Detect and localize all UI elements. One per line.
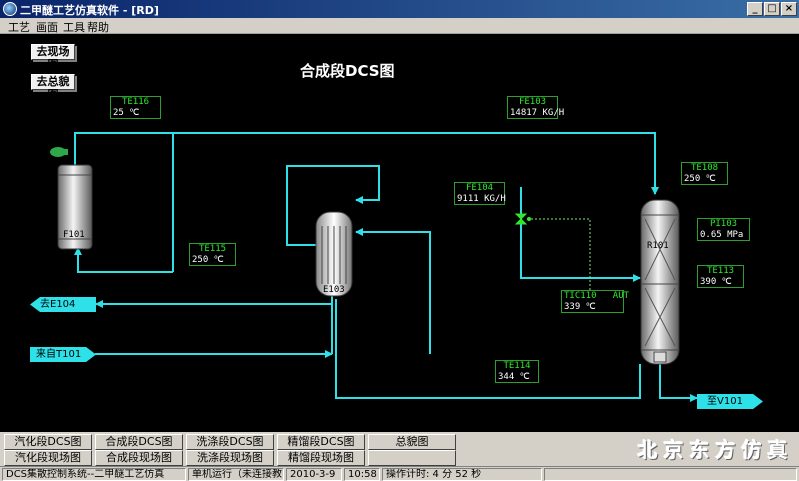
tag-te116[interactable]: TE116 25 ℃ <box>110 96 161 119</box>
tab-synthesis-dcs[interactable]: 合成段DCS图 <box>95 434 183 450</box>
brand-logo: 北京东方仿真 <box>632 434 799 466</box>
status-date: 2010-3-9 <box>286 468 342 481</box>
status-mode: 单机运行（未连接教师站） <box>188 468 284 481</box>
tab-distillation-field[interactable]: 精馏段现场图 <box>277 450 365 466</box>
status-bar: DCS集散控制系统--二甲醚工艺仿真 单机运行（未连接教师站） 2010-3-9… <box>0 466 799 481</box>
pipe-return-f101 <box>74 247 173 273</box>
tag-tic110[interactable]: TIC110 AUT 339 ℃ <box>561 290 629 313</box>
pump-icon[interactable] <box>50 147 68 157</box>
tab-distillation-dcs[interactable]: 精馏段DCS图 <box>277 434 365 450</box>
dcs-canvas: 去现场图 去总貌图 合成段DCS图 F101 E103 R101 TE116 2… <box>0 34 799 432</box>
tab-washing-dcs[interactable]: 洗涤段DCS图 <box>186 434 274 450</box>
tag-te114[interactable]: TE114 344 ℃ <box>495 360 539 383</box>
menu-bar: 工艺 画面 工具 帮助 <box>0 18 799 34</box>
tab-overview[interactable]: 总貌图 <box>368 434 456 450</box>
label-e103: E103 <box>323 285 345 295</box>
pipe-e103-right <box>355 228 431 354</box>
stream-from-t101[interactable]: 来自T101 <box>30 347 96 362</box>
menu-tools[interactable]: 工具 <box>63 21 85 34</box>
menu-help[interactable]: 帮助 <box>87 21 109 34</box>
control-signal-line <box>527 218 591 292</box>
status-empty <box>544 468 797 481</box>
exchanger-e103[interactable] <box>315 211 353 297</box>
process-diagram <box>50 132 698 402</box>
pipe-to-r101 <box>520 187 641 282</box>
tab-empty[interactable] <box>368 450 456 466</box>
pipelines <box>74 132 698 402</box>
app-icon <box>3 2 17 16</box>
menu-process[interactable]: 工艺 <box>8 21 30 34</box>
tab-row-1: 汽化段DCS图 合成段DCS图 洗涤段DCS图 精馏段DCS图 总貌图 <box>0 434 630 450</box>
pipe-to-e104 <box>95 296 333 308</box>
label-r101: R101 <box>647 241 669 251</box>
page-title: 合成段DCS图 <box>300 62 395 80</box>
status-system: DCS集散控制系统--二甲醚工艺仿真 <box>2 468 186 481</box>
tag-te113[interactable]: TE113 390 ℃ <box>697 265 744 288</box>
status-timer: 操作计时: 4 分 52 秒 <box>382 468 542 481</box>
vessel-f101[interactable] <box>57 164 93 250</box>
stream-to-e104[interactable]: 去E104 <box>30 297 96 312</box>
tag-fe103[interactable]: FE103 14817 KG/H <box>507 96 564 119</box>
tab-row-2: 汽化段现场图 合成段现场图 洗涤段现场图 精馏段现场图 <box>0 450 630 466</box>
control-valve-icon[interactable] <box>514 213 531 225</box>
pipe-r101-bottom <box>335 299 641 399</box>
window-title: 二甲醚工艺仿真软件 - [RD] <box>20 4 159 17</box>
label-f101: F101 <box>63 230 85 240</box>
tab-gasification-field[interactable]: 汽化段现场图 <box>4 450 92 466</box>
stream-to-v101[interactable]: 至V101 <box>697 394 763 409</box>
tag-te115[interactable]: TE115 250 ℃ <box>189 243 236 266</box>
pipe-e103-loop <box>286 165 380 246</box>
tag-pi103[interactable]: PI103 0.65 MPa <box>697 218 750 241</box>
tab-gasification-dcs[interactable]: 汽化段DCS图 <box>4 434 92 450</box>
minimize-button[interactable]: _ <box>747 2 763 16</box>
title-bar: 二甲醚工艺仿真软件 - [RD] _ □ × <box>0 0 799 18</box>
pipe-top-header <box>74 132 659 195</box>
go-field-view-button[interactable]: 去现场图 <box>31 44 75 71</box>
reactor-r101[interactable] <box>640 199 680 365</box>
menu-screen[interactable]: 画面 <box>36 21 58 34</box>
tab-washing-field[interactable]: 洗涤段现场图 <box>186 450 274 466</box>
pipe-to-v101 <box>659 364 698 402</box>
go-overview-button[interactable]: 去总貌图 <box>31 74 75 101</box>
tag-te108[interactable]: TE108 250 ℃ <box>681 162 728 185</box>
status-time: 10:58 <box>344 468 380 481</box>
tab-synthesis-field[interactable]: 合成段现场图 <box>95 450 183 466</box>
tag-fe104[interactable]: FE104 9111 KG/H <box>454 182 506 205</box>
maximize-button[interactable]: □ <box>764 2 780 16</box>
close-button[interactable]: × <box>781 2 797 16</box>
